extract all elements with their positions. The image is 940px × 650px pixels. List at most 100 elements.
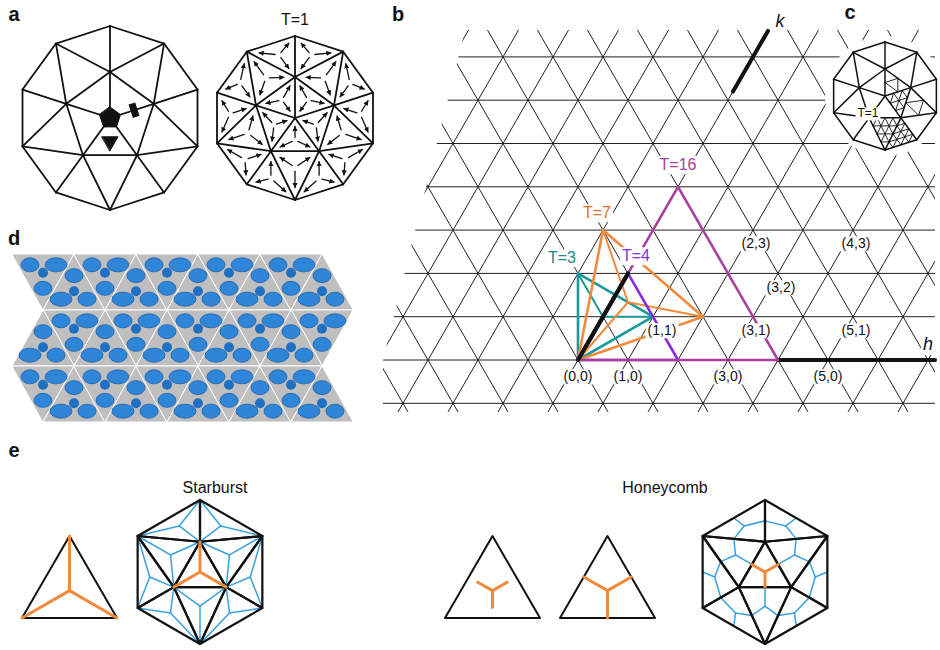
capsid-protein xyxy=(50,292,72,306)
icosahedron-edge xyxy=(137,146,197,155)
capsid-protein xyxy=(282,281,300,295)
subunit-arrow xyxy=(340,86,348,97)
figure-label: (4,3) xyxy=(840,236,873,251)
icosahedron-edge xyxy=(56,155,83,192)
lattice-line xyxy=(170,0,412,420)
honeycomb-line xyxy=(735,555,751,564)
lattice-line xyxy=(70,0,312,420)
capsid-protein xyxy=(231,370,253,384)
capsid-protein xyxy=(231,258,253,272)
subunit-arrow xyxy=(294,126,295,137)
icosahedron-edge xyxy=(23,44,56,90)
subunit-arrow xyxy=(274,181,286,192)
subunit-arrow xyxy=(311,101,324,104)
lattice-line xyxy=(420,0,662,420)
panel-letter: a xyxy=(8,3,19,25)
capsid-protein xyxy=(193,324,203,334)
icosahedron-edge xyxy=(137,104,154,155)
lattice-line xyxy=(370,0,612,420)
fivefold-symbol xyxy=(100,107,121,127)
lattice-line xyxy=(370,403,940,404)
icosahedron-edge xyxy=(334,93,373,106)
capsid-protein xyxy=(162,380,172,390)
icosahedron-edge xyxy=(154,90,198,104)
figure-label: k xyxy=(774,12,787,32)
starburst-line xyxy=(170,587,173,613)
capsid-protein xyxy=(107,370,129,384)
honeycomb-line xyxy=(764,572,767,587)
icosahedron-edge xyxy=(885,140,917,150)
lattice-line xyxy=(343,0,585,420)
subunit-arrow xyxy=(300,86,306,98)
subunit-arrow xyxy=(315,53,331,55)
capsid-protein xyxy=(69,286,79,296)
capsid-protein xyxy=(131,398,141,408)
icosahedron-edge xyxy=(901,113,936,118)
capsid-protein xyxy=(140,292,158,306)
capsid-protein xyxy=(69,398,79,408)
honeycomb-line xyxy=(795,539,797,555)
figure-label: h xyxy=(921,335,935,355)
capsid-protein xyxy=(169,258,191,272)
subunit-arrow xyxy=(241,64,244,80)
capsid-protein xyxy=(38,380,48,390)
icosahedron-face xyxy=(703,587,765,644)
subunit-arrow xyxy=(301,43,309,52)
capsid-protein xyxy=(202,292,220,306)
capsid-protein xyxy=(262,314,284,328)
capsid-protein xyxy=(76,314,98,328)
icosahedron-edge xyxy=(164,146,197,192)
figure-label: (1,1) xyxy=(646,323,679,338)
icosahedron-edge xyxy=(334,105,373,143)
capsid-protein xyxy=(50,404,72,418)
honeycomb-line xyxy=(606,591,609,618)
figure-label: T=7 xyxy=(581,204,613,222)
lattice-line xyxy=(493,0,735,420)
subunit-arrow xyxy=(228,150,242,158)
icosahedron-face xyxy=(174,587,226,644)
icosahedron-edge xyxy=(295,184,343,200)
icosahedron-edge xyxy=(834,52,854,79)
triangular-lattice xyxy=(0,0,940,447)
lattice-line xyxy=(393,0,635,420)
lattice-line xyxy=(0,0,136,420)
capsid-facet xyxy=(291,254,353,310)
capsid-protein xyxy=(233,348,251,362)
icosahedron-edge xyxy=(295,77,334,105)
icosahedron-edge xyxy=(319,105,334,151)
icosahedron-edge xyxy=(901,88,911,118)
icosahedron-edge xyxy=(110,44,164,72)
subdivision-line xyxy=(902,90,907,97)
panel-d xyxy=(12,254,353,422)
icosahedron-edge xyxy=(154,104,198,147)
subunit-arrow xyxy=(353,84,364,89)
honeycomb-line xyxy=(734,539,736,555)
starburst-line xyxy=(250,536,262,577)
subunit-arrow xyxy=(344,109,357,113)
subunit-arrow xyxy=(346,64,349,80)
subunit-arrow xyxy=(303,121,314,124)
starburst-line xyxy=(221,526,263,536)
icosahedron-edge xyxy=(217,93,256,106)
icosahedron-edge xyxy=(319,151,343,184)
icosahedron-edge xyxy=(885,42,917,52)
subunit-arrow xyxy=(281,43,289,52)
icosahedron-edge xyxy=(295,52,343,77)
capsid-protein xyxy=(205,348,227,362)
capsid-protein xyxy=(131,324,141,334)
capsid-protein xyxy=(34,393,52,407)
capsid-protein xyxy=(65,269,83,283)
capsid-protein xyxy=(236,292,258,306)
icosahedron-edge xyxy=(56,26,110,44)
honeycomb-line xyxy=(721,555,736,562)
subunit-arrow xyxy=(329,154,342,158)
capsid-protein xyxy=(224,380,234,390)
lattice-line xyxy=(0,0,213,420)
subunit-arrow xyxy=(306,77,321,79)
icosahedron-edge xyxy=(83,154,137,156)
lattice-line xyxy=(320,0,562,420)
capsid-protein xyxy=(112,404,134,418)
honeycomb-line xyxy=(734,518,744,526)
capsid-protein xyxy=(313,337,331,351)
